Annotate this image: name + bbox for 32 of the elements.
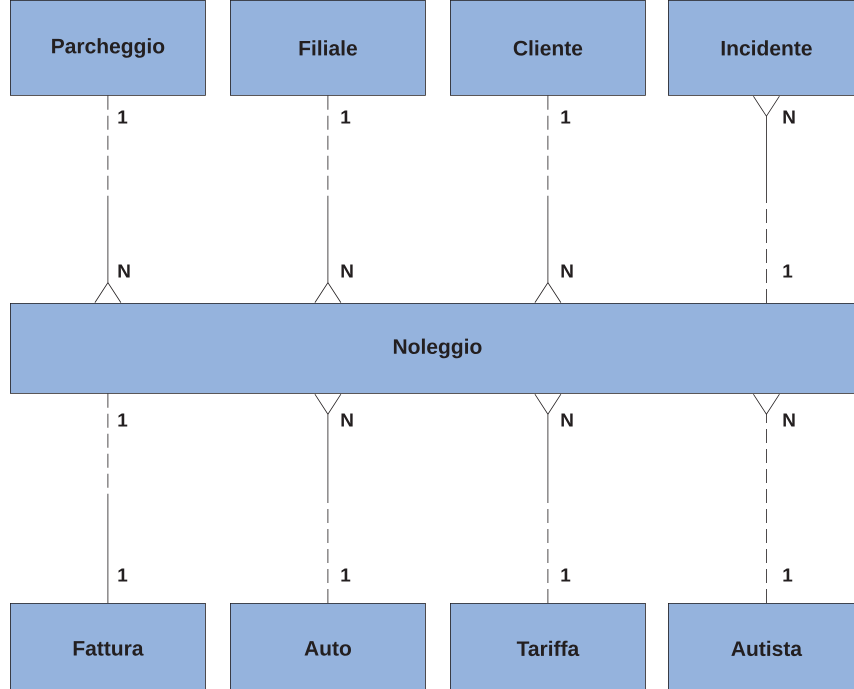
- relationship-line: [94, 95, 122, 303]
- entity-box: Parcheggio: [10, 0, 206, 96]
- relationship-line: [314, 394, 342, 604]
- cardinality-label: 1: [561, 568, 570, 582]
- cardinality-label: N: [783, 413, 795, 427]
- entity-box: Autista: [668, 603, 854, 689]
- entity-box: Fattura: [10, 603, 206, 689]
- cardinality-label: 1: [341, 568, 350, 582]
- cardinality-label: 1: [341, 110, 350, 124]
- cardinality-label: 1: [118, 413, 128, 427]
- cardinality-label: 1: [561, 110, 570, 124]
- entity-box: Noleggio: [10, 303, 854, 394]
- relationship-line: [534, 394, 562, 604]
- relationship-line: [534, 95, 562, 303]
- entity-box: Tariffa: [450, 603, 646, 689]
- entity-box: Auto: [230, 603, 426, 689]
- entity-box: Filiale: [230, 0, 426, 96]
- cardinality-label: N: [341, 264, 353, 278]
- cardinality-label: 1: [783, 568, 792, 582]
- cardinality-label: N: [561, 264, 573, 278]
- cardinality-label: 1: [118, 110, 128, 124]
- entity-box: Incidente: [668, 0, 854, 96]
- cardinality-label: N: [783, 110, 795, 124]
- relationship-line: [314, 95, 342, 303]
- relationship-line: [753, 394, 780, 604]
- cardinality-label: 1: [783, 264, 792, 278]
- cardinality-label: 1: [118, 568, 128, 582]
- cardinality-label: N: [341, 413, 353, 427]
- relationship-line: [753, 96, 780, 304]
- entity-box: Cliente: [450, 0, 646, 96]
- cardinality-label: N: [561, 413, 573, 427]
- cardinality-label: N: [118, 264, 130, 278]
